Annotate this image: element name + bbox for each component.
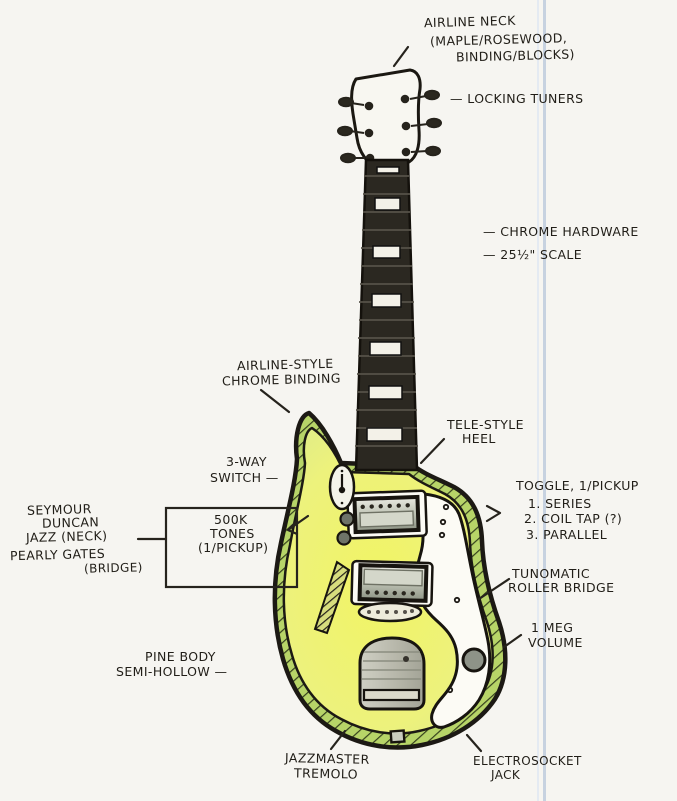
pickguard-screws [438,503,461,694]
label-line: 1 MEG [531,620,574,635]
label-line: SEMI-HOLLOW — [116,664,228,679]
sound-slit [313,560,351,635]
bridge-pickup [357,563,429,603]
block-inlays [366,166,403,442]
tuner-posts [364,94,411,163]
frets [355,175,418,447]
neck-pickup [352,494,421,535]
label-line: JAZZMASTER [284,750,370,767]
label-line: VOLUME [528,635,583,650]
tremolo-bar [362,688,421,702]
label-line: TREMOLO [293,765,359,782]
label-line: ROLLER BRIDGE [508,580,615,595]
label-line: ELECTROSOCKET [473,754,582,768]
label-line: TONES [210,526,255,541]
notebook-rule-line [543,0,546,801]
leader-jazzmaster-tremolo [329,729,347,751]
label-line: SWITCH — [210,470,279,485]
tones-box [164,506,299,589]
label-chrome-hardware: — CHROME HARDWARE [483,224,639,239]
tremolo-arm-hole [403,656,409,662]
jack-plate [389,729,406,744]
label-line: BINDING/BLOCKS) [455,46,576,65]
leader-airline-neck [392,45,410,68]
leader-electrosocket [465,733,483,753]
label-line: TELE-STYLE [447,417,524,432]
label-line: (BRIDGE) [83,560,143,576]
label-line: 500K [214,512,248,527]
slider-switch-plate [328,463,356,511]
roller-bridge [357,601,423,623]
notebook-rule-line-faint [537,0,539,801]
label-line: (1/PICKUP) [198,540,269,555]
label-line: TOGGLE, 1/PICKUP [516,478,639,493]
label-locking-tuners: — LOCKING TUNERS [450,91,584,106]
label-line: PINE BODY [145,649,216,664]
tuner-buttons [337,89,442,164]
label-line: AIRLINE NECK [423,12,516,31]
label-line: JAZZ (NECK) [25,527,108,546]
label-line: 3-WAY [226,454,267,469]
leader-volume [502,633,523,649]
leader-chrome-binding [259,388,291,414]
leader-tele-heel [419,437,446,465]
volume-knob [461,647,487,673]
label-line: CHROME BINDING [221,370,342,389]
label-line: HEEL [462,431,496,446]
label-line: TUNOMATIC [512,566,590,581]
leader-tunomatic [477,577,511,601]
headstock [337,68,442,168]
label-line: 2. COIL TAP (?) [524,511,623,526]
label-line: 3. PARALLEL [526,527,608,542]
label-line: PEARLY GATES [9,545,106,564]
label-line: 1. SERIES [528,496,592,511]
tremolo-plate [358,636,426,711]
leader-lines [136,45,523,753]
label-line: JACK [491,768,521,782]
neck-fretboard [354,158,419,472]
arrow-toggle-chevron [485,504,502,523]
label-scale: — 25½" SCALE [483,247,583,262]
